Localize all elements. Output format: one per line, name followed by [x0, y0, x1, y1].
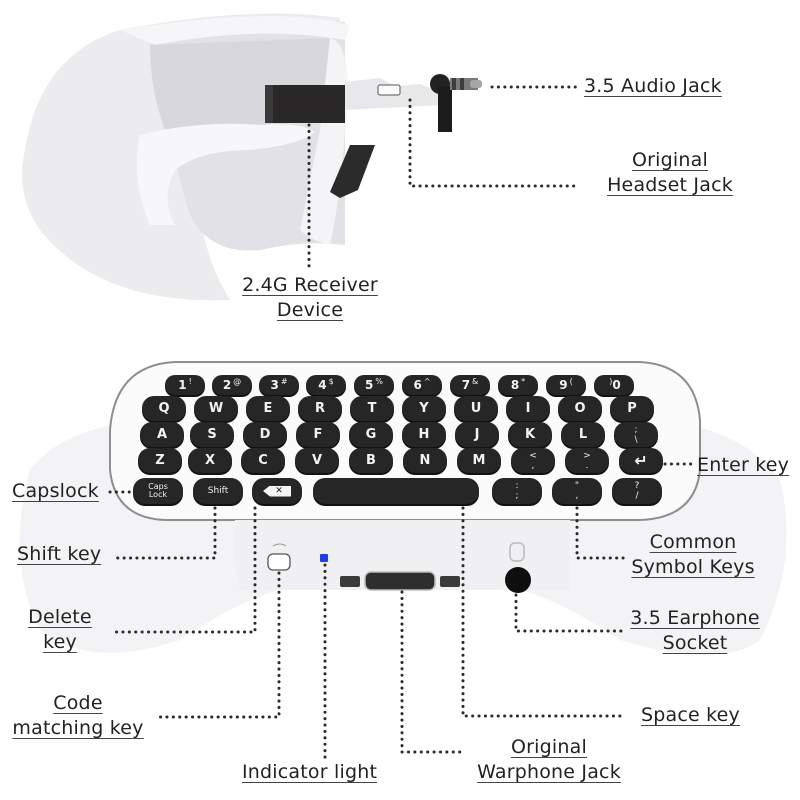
- key-y[interactable]: Y: [402, 396, 446, 421]
- label-earphone-socket: 3.5 Earphone Socket: [630, 607, 760, 654]
- key-o[interactable]: O: [558, 396, 602, 421]
- key-m[interactable]: M: [457, 448, 501, 473]
- key-quote-comma[interactable]: ",: [552, 478, 602, 504]
- label-receiver-device: 2.4G Receiver Device: [242, 274, 378, 321]
- key-delete[interactable]: ✕: [252, 478, 302, 504]
- key-semicolon-backslash[interactable]: ;\: [614, 422, 658, 447]
- key-comma-less[interactable]: <,: [511, 448, 555, 473]
- key-space[interactable]: [313, 478, 479, 504]
- key-0[interactable]: )0: [594, 375, 634, 395]
- key-l[interactable]: L: [561, 422, 605, 447]
- key-question-slash[interactable]: ?/: [612, 478, 662, 504]
- key-enter[interactable]: ↵: [619, 448, 663, 473]
- key-w[interactable]: W: [194, 396, 238, 421]
- label-audio-jack: 3.5 Audio Jack: [584, 75, 722, 97]
- key-n[interactable]: N: [403, 448, 447, 473]
- key-u[interactable]: U: [454, 396, 498, 421]
- label-space-key: Space key: [641, 704, 740, 726]
- key-shift[interactable]: Shift: [193, 478, 243, 504]
- label-code-matching-key: Code matching key: [12, 692, 144, 739]
- key-x[interactable]: X: [188, 448, 232, 473]
- key-t[interactable]: T: [350, 396, 394, 421]
- key-period-greater[interactable]: >.: [565, 448, 609, 473]
- key-a[interactable]: A: [140, 422, 184, 447]
- key-colon-semicolon[interactable]: :;: [492, 478, 542, 504]
- label-headset-jack: Original Headset Jack: [607, 149, 733, 196]
- key-i[interactable]: I: [506, 396, 550, 421]
- key-3[interactable]: 3#: [259, 375, 299, 395]
- label-common-symbol-keys: Common Symbol Keys: [631, 531, 755, 578]
- key-j[interactable]: J: [455, 422, 499, 447]
- label-shift-key: Shift key: [17, 543, 102, 565]
- key-8[interactable]: 8*: [498, 375, 538, 395]
- key-v[interactable]: V: [295, 448, 339, 473]
- key-c[interactable]: C: [241, 448, 285, 473]
- key-z[interactable]: Z: [138, 448, 182, 473]
- label-delete-key: Delete key: [28, 606, 92, 653]
- backspace-icon: ✕: [263, 485, 291, 497]
- label-warphone-jack: Original Warphone Jack: [477, 736, 621, 783]
- key-2[interactable]: 2@: [212, 375, 252, 395]
- label-enter-key: Enter key: [697, 454, 790, 476]
- label-capslock: Capslock: [12, 480, 99, 502]
- key-6[interactable]: 6^: [402, 375, 442, 395]
- enter-icon: ↵: [634, 451, 648, 470]
- key-e[interactable]: E: [246, 396, 290, 421]
- key-4[interactable]: 4$: [306, 375, 346, 395]
- key-9[interactable]: 9(: [546, 375, 586, 395]
- key-q[interactable]: Q: [142, 396, 186, 421]
- label-indicator-light: Indicator light: [242, 761, 378, 783]
- key-7[interactable]: 7&: [450, 375, 490, 395]
- key-h[interactable]: H: [402, 422, 446, 447]
- key-f[interactable]: F: [296, 422, 340, 447]
- key-1[interactable]: 1!: [165, 375, 205, 395]
- key-5[interactable]: 5%: [354, 375, 394, 395]
- key-k[interactable]: K: [508, 422, 552, 447]
- key-d[interactable]: D: [243, 422, 287, 447]
- key-s[interactable]: S: [190, 422, 234, 447]
- key-r[interactable]: R: [298, 396, 342, 421]
- key-p[interactable]: P: [610, 396, 654, 421]
- key-b[interactable]: B: [349, 448, 393, 473]
- key-g[interactable]: G: [349, 422, 393, 447]
